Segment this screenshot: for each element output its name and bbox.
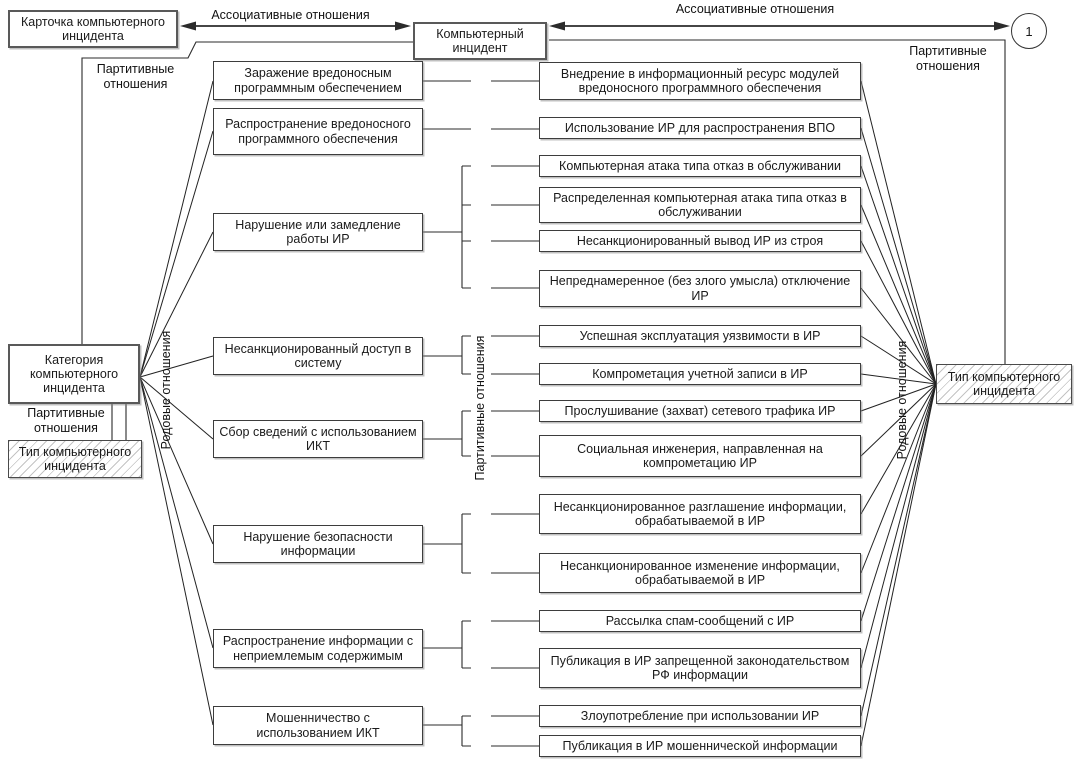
partitive-double-link-category-type bbox=[111, 404, 127, 440]
label-generic-right: Родовые отношения bbox=[895, 340, 909, 460]
associative-arrow-card-incident bbox=[180, 21, 411, 31]
type-node: Несанкционированное изменение информации… bbox=[539, 553, 861, 593]
category-node: Нарушение безопасности информации bbox=[213, 525, 423, 563]
category-node: Распространение информации с неприемлемы… bbox=[213, 629, 423, 668]
label-partitive-under-category: Партитивные отношения bbox=[27, 406, 105, 436]
partitive-edge-incident-type bbox=[549, 39, 1006, 364]
category-node: Заражение вредоносным программным обеспе… bbox=[213, 61, 423, 100]
node-incident-type-right: Тип компьютерного инцидента bbox=[936, 364, 1072, 404]
category-node: Нарушение или замедление работы ИР bbox=[213, 213, 423, 251]
label-associative-left: Ассоциативные отношения bbox=[211, 8, 370, 22]
type-node: Публикация в ИР мошеннической информации bbox=[539, 735, 861, 757]
label-partitive-middle: Партитивные отношения bbox=[473, 335, 487, 481]
type-node: Злоупотребление при использовании ИР bbox=[539, 705, 861, 727]
generic-fan-left bbox=[139, 80, 214, 726]
type-node: Использование ИР для распространения ВПО bbox=[539, 117, 861, 139]
category-node: Распространение вредоносного программног… bbox=[213, 108, 423, 155]
type-node: Компьютерная атака типа отказ в обслужив… bbox=[539, 155, 861, 177]
type-node: Несанкционированный вывод ИР из строя bbox=[539, 230, 861, 252]
type-node: Публикация в ИР запрещенной законодатель… bbox=[539, 648, 861, 688]
type-node: Непреднамеренное (без злого умысла) откл… bbox=[539, 270, 861, 307]
category-node: Несанкционированный доступ в систему bbox=[213, 337, 423, 375]
label-generic-left: Родовые отношения bbox=[159, 330, 173, 450]
type-node: Внедрение в информационный ресурс модуле… bbox=[539, 62, 861, 100]
partitive-brackets bbox=[423, 80, 539, 747]
label-partitive-top-left: Партитивные отношения bbox=[96, 62, 175, 92]
node-incident-card: Карточка компьютерного инцидента bbox=[8, 10, 178, 48]
category-node: Сбор сведений с использованием ИКТ bbox=[213, 420, 423, 458]
type-node: Рассылка спам-сообщений с ИР bbox=[539, 610, 861, 632]
page-ref-circle: 1 bbox=[1011, 13, 1047, 49]
node-computer-incident: Компьютерный инцидент bbox=[413, 22, 547, 60]
label-associative-right: Ассоциативные отношения bbox=[675, 2, 835, 16]
type-node: Компрометация учетной записи в ИР bbox=[539, 363, 861, 385]
partitive-edge-incident-category bbox=[81, 41, 413, 344]
generic-fan-right bbox=[860, 80, 937, 747]
label-partitive-top-right: Партитивные отношения bbox=[909, 44, 987, 74]
type-node: Успешная эксплуатация уязвимости в ИР bbox=[539, 325, 861, 347]
type-node: Социальная инженерия, направленная на ко… bbox=[539, 435, 861, 477]
category-node: Мошенничество с использованием ИКТ bbox=[213, 706, 423, 745]
associative-arrow-incident-ref bbox=[549, 21, 1010, 31]
type-node: Несанкционированное разглашение информац… bbox=[539, 494, 861, 534]
type-node: Распределенная компьютерная атака типа о… bbox=[539, 187, 861, 223]
node-incident-type-left: Тип компьютерного инцидента bbox=[8, 440, 142, 478]
node-incident-category: Категория компьютерного инцидента bbox=[8, 344, 140, 404]
type-node: Прослушивание (захват) сетевого трафика … bbox=[539, 400, 861, 422]
